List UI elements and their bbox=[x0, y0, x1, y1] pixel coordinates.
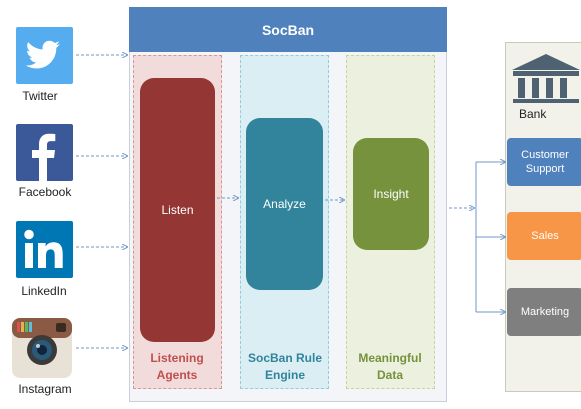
socban-title: SocBan bbox=[129, 7, 447, 52]
source-label-twitter: Twitter bbox=[22, 89, 58, 103]
source-label-linkedin: LinkedIn bbox=[21, 284, 67, 298]
stage-analyze: Analyze bbox=[246, 118, 323, 290]
stage-listen: Listen bbox=[140, 78, 215, 342]
source-label-instagram: Instagram bbox=[18, 382, 72, 396]
dept-sales: Sales bbox=[507, 212, 581, 260]
linkedin-icon bbox=[16, 221, 73, 278]
dept-customer-support: Customer Support bbox=[507, 138, 581, 186]
lane-label-listening-agents: Listening Agents bbox=[150, 351, 204, 382]
dept-marketing: Marketing bbox=[507, 288, 581, 336]
lane-label-rule-engine: SocBan Rule Engine bbox=[247, 351, 322, 382]
source-label-facebook: Facebook bbox=[18, 185, 72, 199]
lane-label-meaningful-data: Meaningful Data bbox=[358, 351, 422, 382]
stage-insight: Insight bbox=[353, 138, 429, 250]
facebook-icon bbox=[16, 124, 73, 181]
twitter-icon bbox=[16, 27, 73, 84]
bank-label: Bank bbox=[519, 107, 547, 121]
instagram-icon bbox=[12, 318, 72, 378]
